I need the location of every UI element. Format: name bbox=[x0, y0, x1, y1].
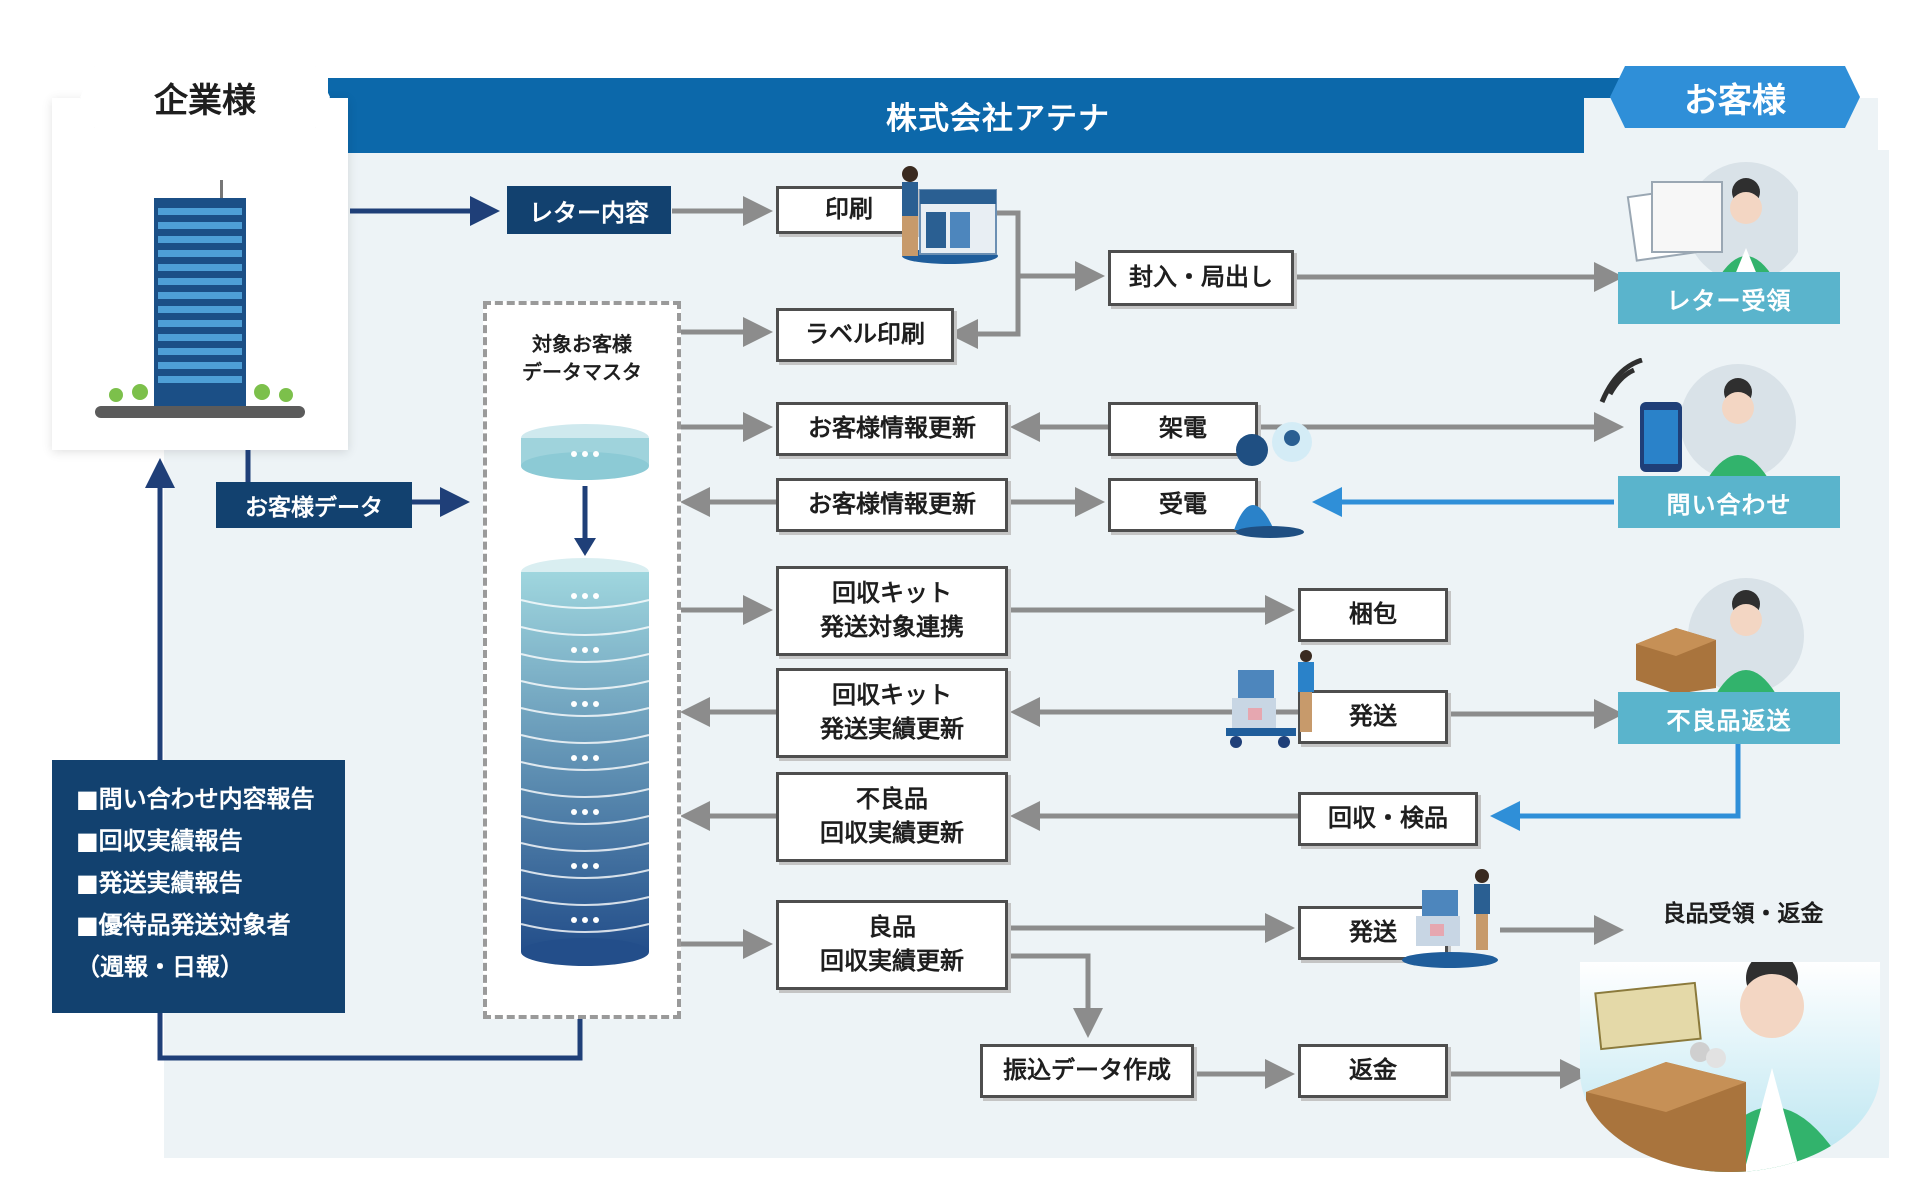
transfer-data-box: 振込データ作成 bbox=[980, 1044, 1194, 1098]
customer-letter-icon bbox=[1626, 162, 1798, 282]
customer-tag: お客様 bbox=[1610, 66, 1860, 128]
office-building-icon bbox=[95, 180, 305, 418]
customer-data-label: お客様データ bbox=[216, 482, 412, 528]
print-box: 印刷 bbox=[776, 186, 918, 234]
refund-box: 返金 bbox=[1298, 1044, 1448, 1098]
letter-content-label: レター内容 bbox=[507, 186, 671, 234]
kit-dispatch-update-box: 回収キット 発送実績更新 bbox=[776, 668, 1008, 758]
report-item-collection: ■回収実績報告 bbox=[76, 827, 243, 855]
good-receipt-refund-label: 良品受領・返金 bbox=[1662, 901, 1824, 927]
database-title: 対象お客様 データマスタ bbox=[522, 332, 642, 384]
call-out-box: 架電 bbox=[1108, 402, 1258, 456]
kit-dispatch-link-box: 回収キット 発送対象連携 bbox=[776, 566, 1008, 656]
defect-collection-update-box: 不良品 回収実績更新 bbox=[776, 772, 1008, 862]
enclose-dispatch-box: 封入・局出し bbox=[1108, 250, 1294, 306]
company-tag: 企業様 bbox=[80, 66, 330, 128]
collect-inspect-box: 回収・検品 bbox=[1298, 792, 1478, 846]
good-collection-update-box: 良品 回収実績更新 bbox=[776, 900, 1008, 990]
customer-info-update-box-1: お客様情報更新 bbox=[776, 402, 1008, 456]
label-print-box: ラベル印刷 bbox=[776, 308, 954, 362]
inquiry-label: 問い合わせ bbox=[1618, 476, 1840, 528]
report-item-inquiry: ■問い合わせ内容報告 bbox=[76, 785, 315, 813]
delivery-worker-icon bbox=[1402, 869, 1498, 968]
report-item-benefit: ■優待品発送対象者 bbox=[76, 911, 291, 939]
call-in-box: 受電 bbox=[1108, 478, 1258, 532]
database-icon bbox=[520, 424, 650, 966]
customer-smartphone-icon bbox=[1599, 358, 1796, 478]
printer-worker-icon bbox=[902, 166, 998, 264]
report-item-shipping: ■発送実績報告 bbox=[76, 869, 243, 897]
packing-box: 梱包 bbox=[1298, 588, 1448, 642]
customer-parcel-icon bbox=[1636, 578, 1804, 694]
company-banner: 株式会社アテナ bbox=[328, 78, 1668, 153]
customer-refund-icon bbox=[1580, 962, 1880, 1172]
letter-receipt-label: レター受領 bbox=[1618, 272, 1840, 324]
defect-return-label: 不良品返送 bbox=[1618, 692, 1840, 744]
call-center-operator-icon bbox=[1234, 422, 1312, 538]
customer-info-update-box-2: お客様情報更新 bbox=[776, 478, 1008, 532]
report-panel: ■問い合わせ内容報告 ■回収実績報告 ■発送実績報告 ■優待品発送対象者 （週報… bbox=[52, 760, 345, 1013]
report-note: （週報・日報） bbox=[76, 953, 244, 981]
ship-box-1: 発送 bbox=[1298, 690, 1448, 744]
delivery-worker-cart-icon bbox=[1226, 650, 1314, 748]
